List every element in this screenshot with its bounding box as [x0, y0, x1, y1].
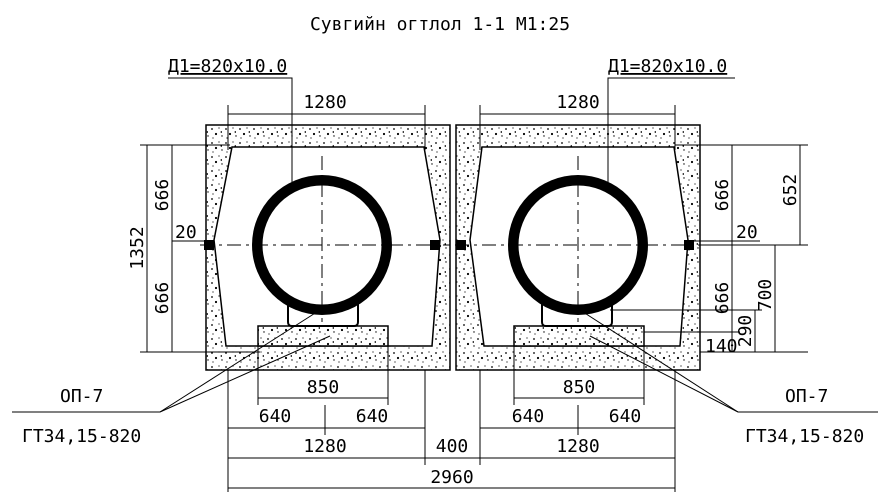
overall-width: 2960: [430, 467, 473, 488]
right-channel: [455, 124, 705, 371]
right-top-width: 1280: [556, 92, 599, 113]
left-pipe-leader: [168, 77, 293, 190]
left-support-std: ГТ34,15-820: [22, 426, 141, 447]
right-support-leader-1: [579, 309, 739, 413]
right-support-leader-2: [589, 335, 739, 413]
right-290: 290: [735, 315, 756, 348]
left-height-total: 1352: [127, 226, 148, 269]
left-lower-half: 666: [152, 282, 173, 315]
left-sub-right: 640: [356, 406, 389, 427]
left-wall-insert-left: [204, 240, 214, 250]
right-700: 700: [755, 279, 776, 312]
left-top-width: 1280: [303, 92, 346, 113]
left-support-base: [257, 325, 389, 347]
right-bottom-width: 1280: [556, 436, 599, 457]
left-sub-left: 640: [259, 406, 292, 427]
right-support-std: ГТ34,15-820: [745, 426, 864, 447]
left-support-leader-1: [159, 309, 321, 413]
left-bottom-width: 1280: [303, 436, 346, 457]
right-wall-insert-left: [456, 240, 466, 250]
left-base-width: 850: [307, 377, 340, 398]
right-652: 652: [780, 174, 801, 207]
right-pipe-saddle: [541, 292, 613, 327]
right-pipe-label: Д1=820x10.0: [608, 56, 727, 77]
right-140: 140: [705, 336, 738, 357]
left-upper-half: 666: [152, 179, 173, 212]
between-channels: 400: [436, 436, 469, 457]
right-lower: 666: [712, 282, 733, 315]
right-support-base: [513, 325, 645, 347]
right-support-name: ОП-7: [785, 386, 828, 407]
right-sub-right: 640: [609, 406, 642, 427]
right-upper: 666: [712, 179, 733, 212]
right-base-width: 850: [563, 377, 596, 398]
left-gap: 20: [175, 222, 197, 243]
left-support-leader-2: [159, 335, 331, 413]
right-sub-left: 640: [512, 406, 545, 427]
right-pipe-leader: [607, 77, 735, 190]
left-wall-insert-right: [430, 240, 440, 250]
left-support-name: ОП-7: [60, 386, 103, 407]
right-wall-insert-right: [684, 240, 694, 250]
left-pipe-label: Д1=820x10.0: [168, 56, 287, 77]
right-gap: 20: [736, 222, 758, 243]
left-pipe-saddle: [287, 292, 359, 327]
drawing-title: Сувгийн огтлол 1-1 М1:25: [310, 14, 570, 35]
left-channel: [200, 124, 451, 371]
